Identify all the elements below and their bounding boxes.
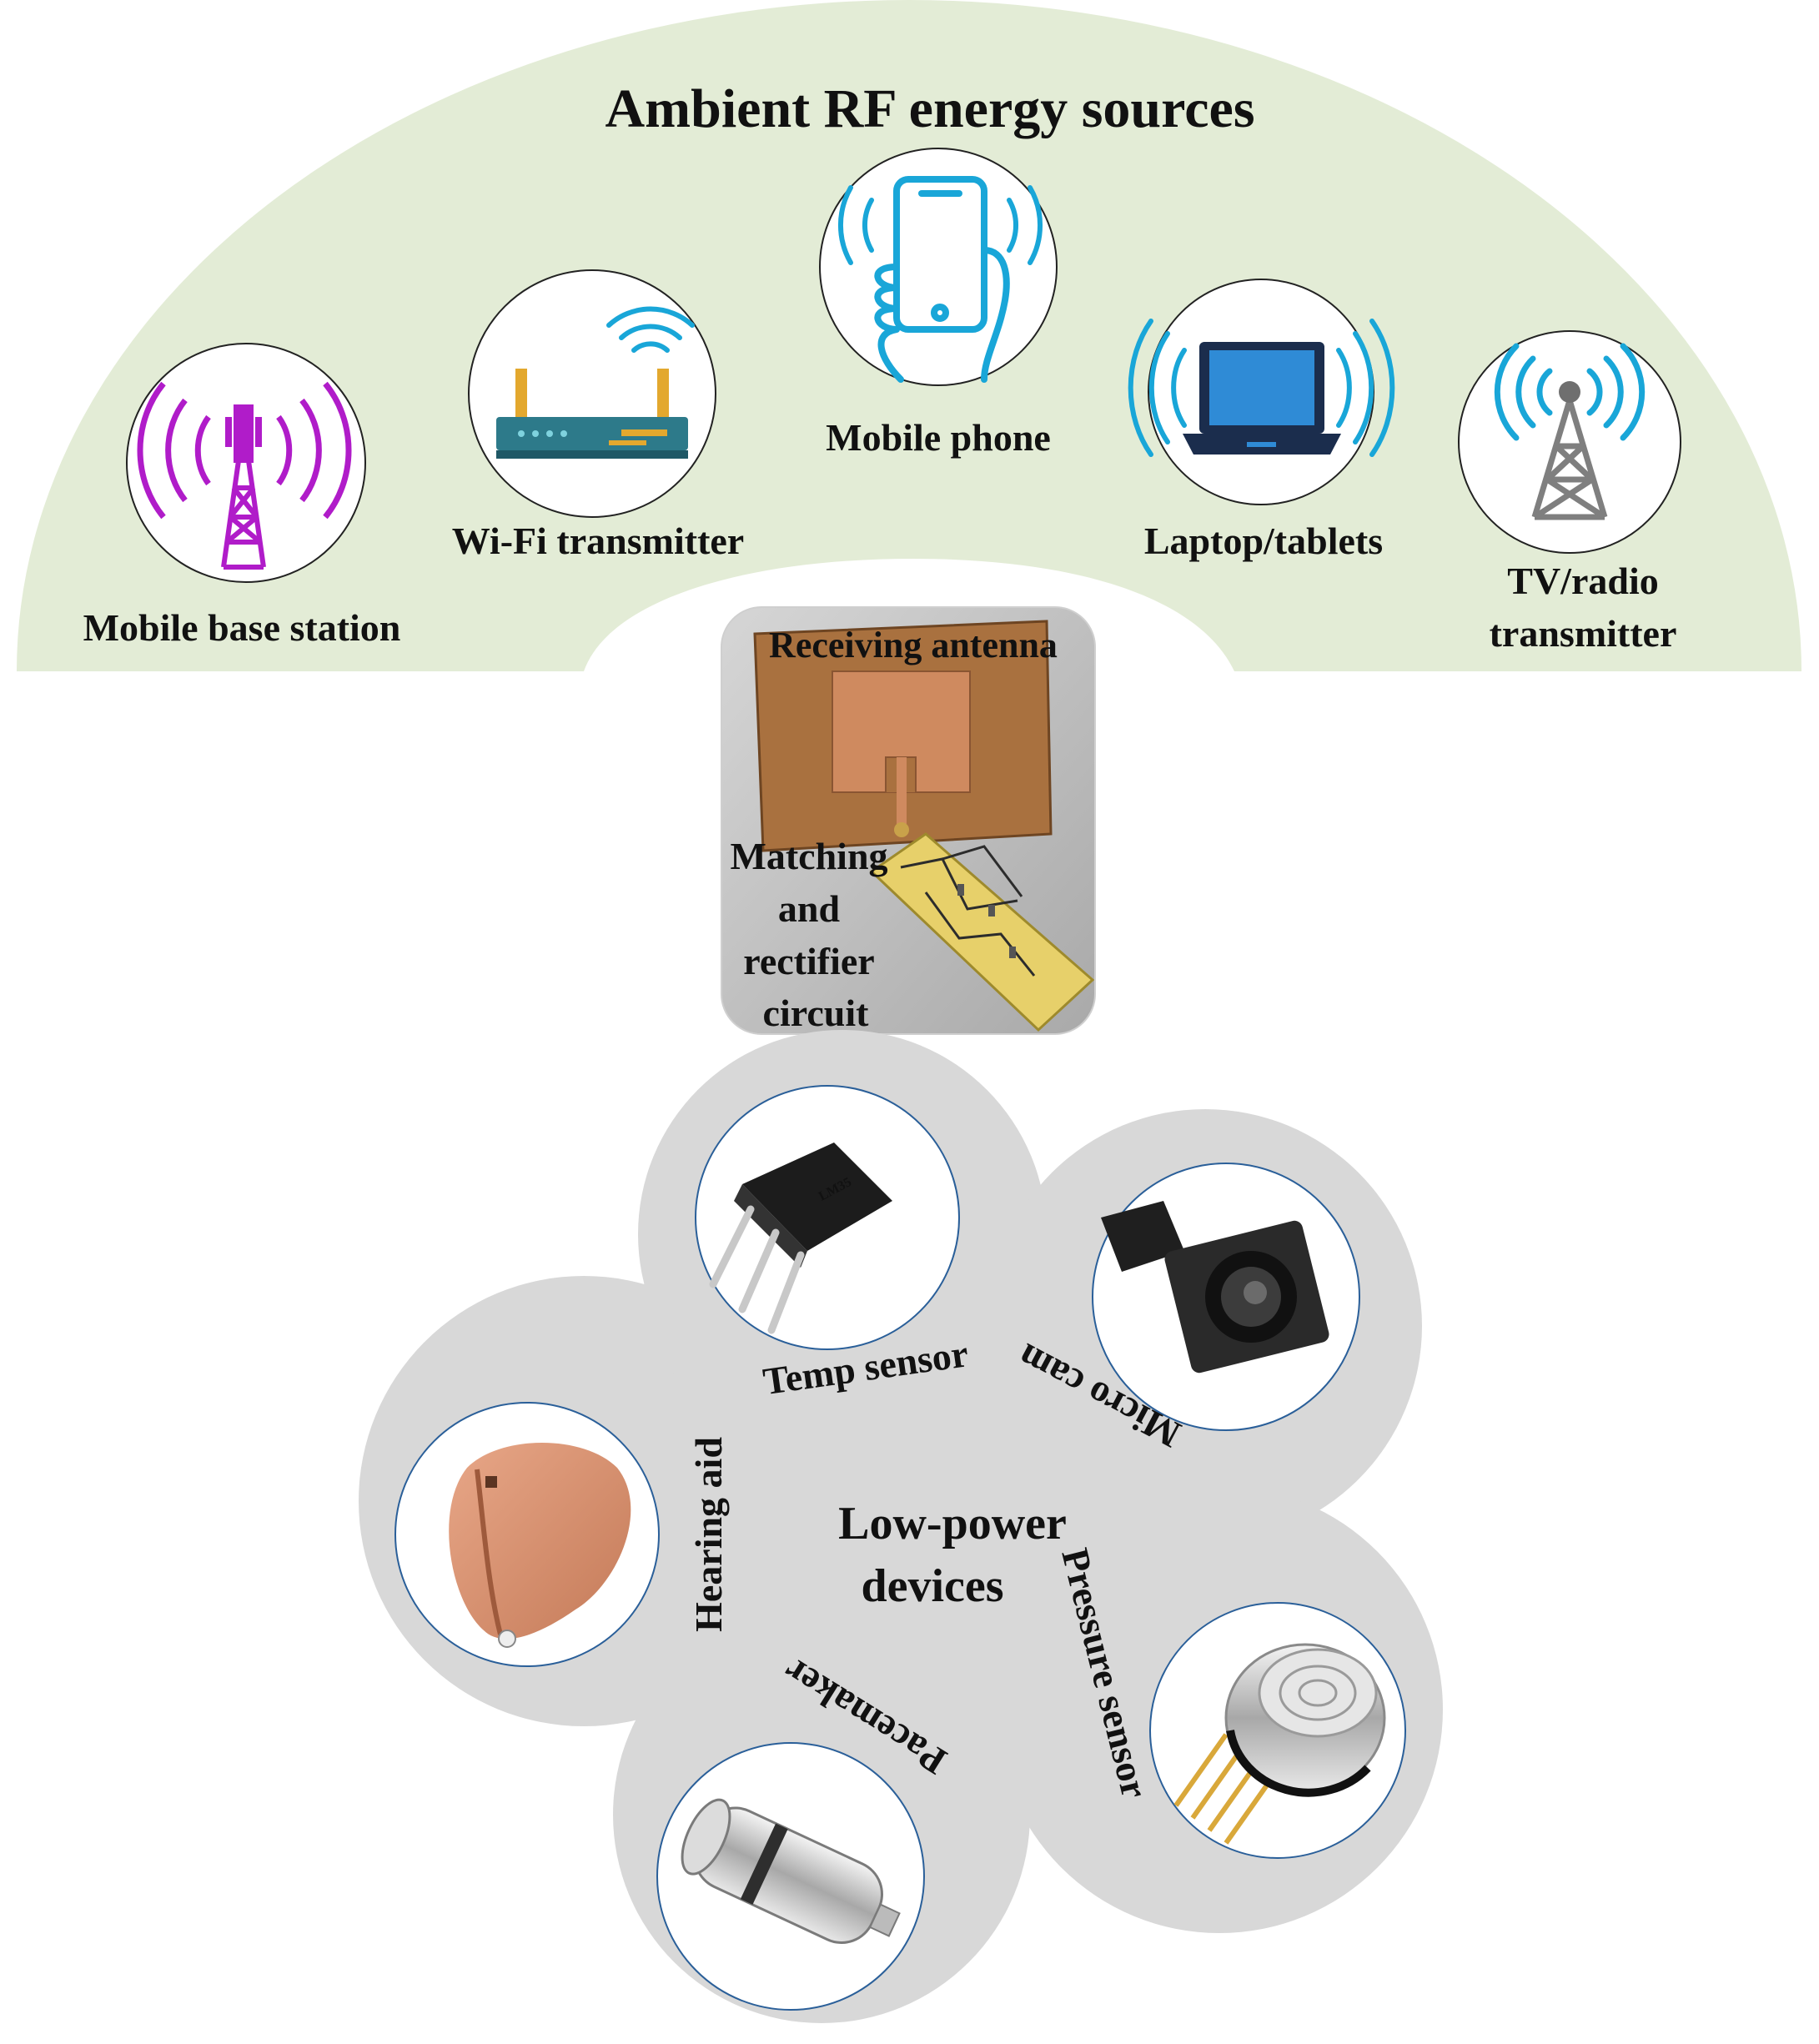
- source-label-mobile-base-station: Mobile base station: [83, 606, 401, 649]
- device-pressure-sensor: Pressure sensor: [1053, 1544, 1406, 1859]
- label-circuit-line4: circuit: [763, 992, 870, 1034]
- source-label-tv-radio-line2: transmitter: [1490, 612, 1677, 655]
- label-circuit-line2: and: [778, 887, 841, 930]
- receiving-antenna-board: [753, 620, 1053, 852]
- pressure-sensor-icon: [1173, 1643, 1386, 1845]
- device-hearing-aid: Hearing aid: [394, 1402, 730, 1667]
- source-laptop-tablets: Laptop/tablets: [1128, 279, 1395, 562]
- rf-sources-title: Ambient RF energy sources: [605, 78, 1254, 139]
- smartphone-icon: [837, 176, 1043, 383]
- broadcast-tower-icon: [1494, 343, 1646, 520]
- micro-camera-icon: [1101, 1201, 1329, 1374]
- laptop-icon: [1128, 319, 1395, 457]
- rf-sources-panel: Ambient RF energy sources Mobile base st…: [17, 0, 1801, 671]
- rectifier-circuit-board: [869, 832, 1095, 1032]
- temperature-sensor-icon: LM35: [709, 1143, 892, 1334]
- wifi-router-icon: [496, 306, 695, 459]
- rf-harvester-photo: Receiving antenna Matching and rectifier…: [721, 606, 1096, 1035]
- source-label-tv-radio-line1: TV/radio: [1507, 560, 1658, 602]
- cell-tower-icon: [137, 381, 352, 570]
- source-mobile-base-station: Mobile base station: [83, 343, 401, 649]
- source-label-mobile-phone: Mobile phone: [826, 416, 1051, 459]
- source-mobile-phone: Mobile phone: [819, 148, 1058, 459]
- device-label-hearing-aid: Hearing aid: [687, 1437, 730, 1632]
- devices-center-label-line2: devices: [861, 1560, 1003, 1612]
- device-micro-cam: Micro cam: [1011, 1163, 1360, 1456]
- source-wifi-transmitter: Wi-Fi transmitter: [452, 269, 744, 562]
- source-label-wifi-transmitter: Wi-Fi transmitter: [452, 520, 744, 562]
- label-circuit-line3: rectifier: [743, 940, 874, 982]
- source-tv-radio-transmitter: TV/radio transmitter: [1458, 330, 1681, 655]
- label-circuit-line1: Matching: [730, 835, 887, 877]
- label-receiving-antenna: Receiving antenna: [769, 625, 1058, 665]
- low-power-devices-cluster: LM35 Temp sensor Micro cam: [359, 1030, 1443, 2023]
- hearing-aid-icon: [449, 1443, 631, 1648]
- pacemaker-icon: [681, 1798, 901, 1944]
- devices-center-label-line1: Low-power: [838, 1498, 1067, 1549]
- source-label-laptop-tablets: Laptop/tablets: [1144, 520, 1383, 562]
